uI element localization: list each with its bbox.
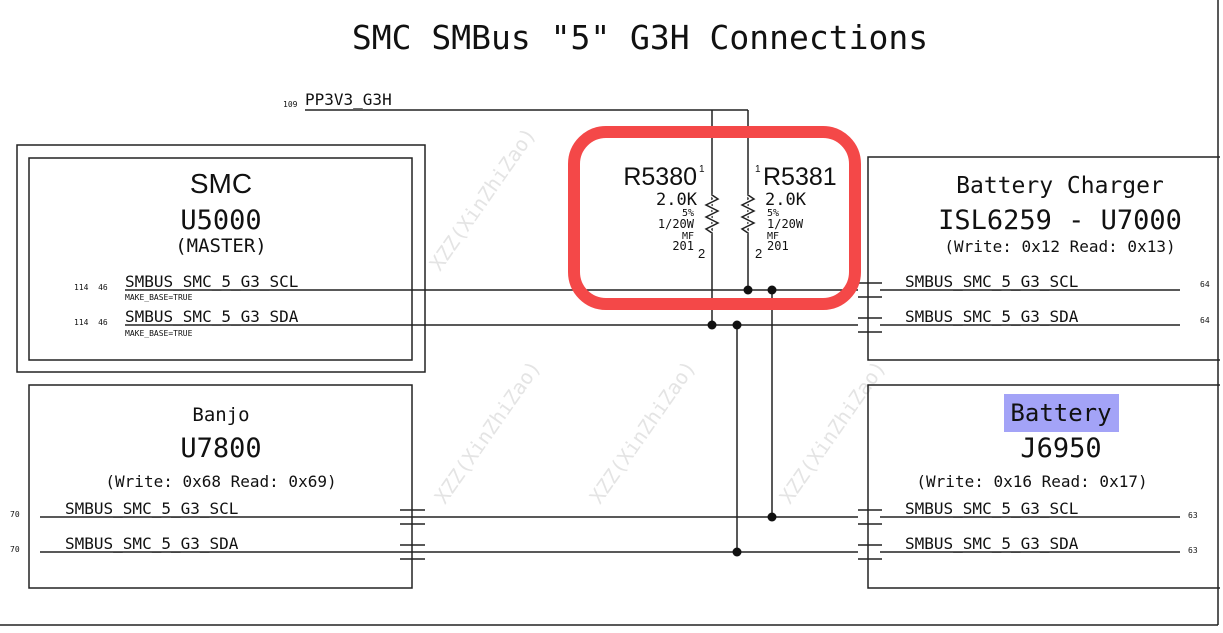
battery-ref: J6950 <box>1020 433 1101 464</box>
banjo-addr: (Write: 0x68 Read: 0x69) <box>105 472 336 491</box>
rail-name[interactable]: PP3V3_G3H <box>305 90 392 109</box>
page-title: SMC SMBus "5" G3H Connections <box>352 18 928 57</box>
smbus-wires <box>40 289 858 553</box>
charger-sda-page: 64 <box>1200 316 1210 325</box>
r5381-value: 2.0K <box>765 190 807 210</box>
smc-role: (MASTER) <box>175 235 267 257</box>
highlight-box <box>568 126 861 310</box>
battery-sda-page: 63 <box>1188 546 1198 555</box>
junction-dots <box>707 285 777 557</box>
banjo-scl-net[interactable]: SMBUS_SMC_5_G3_SCL <box>65 499 238 518</box>
charger-sda-net[interactable]: SMBUS_SMC_5_G3_SDA <box>905 307 1079 326</box>
charger-box <box>867 156 1220 361</box>
battery-name: Battery <box>1010 399 1111 427</box>
r5381-power: 1/20W <box>767 217 804 231</box>
battery-scl-net[interactable]: SMBUS_SMC_5_G3_SCL <box>905 499 1078 518</box>
smc-sda-refs: 114 46 <box>74 318 108 327</box>
smc-box <box>28 157 413 361</box>
watermark-text: XZZ(XinZhiZao) <box>429 356 545 508</box>
r5381-pin1: 1 <box>755 164 761 175</box>
banjo-name: Banjo <box>192 404 249 426</box>
r5381-size: 201 <box>767 239 789 253</box>
r5380-tol: 5% <box>682 208 694 219</box>
search-highlight <box>1004 394 1119 432</box>
r5380-pin2: 2 <box>698 246 705 261</box>
smc-sda-prop: MAKE_BASE=TRUE <box>125 329 193 338</box>
resistor-r5380-icon[interactable] <box>704 194 720 234</box>
watermark-text: XZZ(XinZhiZao) <box>584 356 700 508</box>
r5380-size: 201 <box>672 239 694 253</box>
device-wires <box>880 289 1180 553</box>
smc-scl-prop: MAKE_BASE=TRUE <box>125 293 193 302</box>
r5381-type: MF <box>767 231 779 242</box>
smc-sda-net[interactable]: SMBUS_SMC_5_G3_SDA <box>125 307 299 326</box>
r5381-tol: 5% <box>767 208 779 219</box>
smc-scl-refs: 114 46 <box>74 283 108 292</box>
watermark-text: XZZ(XinZhiZao) <box>424 123 540 275</box>
charger-name: Battery Charger <box>956 173 1164 199</box>
charger-addr: (Write: 0x12 Read: 0x13) <box>944 237 1175 256</box>
r5380-type: MF <box>682 231 694 242</box>
banjo-scl-page: 70 <box>10 510 20 519</box>
smc-name: SMC <box>190 168 252 199</box>
banjo-ref: U7800 <box>180 433 261 464</box>
smc-ref: U5000 <box>180 205 261 236</box>
battery-box <box>867 384 1220 589</box>
r5380-pin1: 1 <box>699 164 705 175</box>
resistor-r5381-icon[interactable] <box>740 194 756 234</box>
battery-sda-net[interactable]: SMBUS_SMC_5_G3_SDA <box>905 534 1079 553</box>
r5380-ref[interactable]: R5380 <box>623 163 697 191</box>
watermark-text: XZZ(XinZhiZao) <box>774 356 890 508</box>
banjo-sda-net[interactable]: SMBUS_SMC_5_G3_SDA <box>65 534 239 553</box>
charger-scl-page: 64 <box>1200 280 1210 289</box>
smc-scl-net[interactable]: SMBUS_SMC_5_G3_SCL <box>125 272 298 291</box>
battery-scl-page: 63 <box>1188 511 1198 520</box>
charger-ref: ISL6259 - U7000 <box>938 205 1182 236</box>
battery-addr: (Write: 0x16 Read: 0x17) <box>916 472 1147 491</box>
rail-page-ref: 109 <box>283 100 298 109</box>
r5380-power: 1/20W <box>658 217 695 231</box>
banjo-box <box>28 384 413 589</box>
r5381-ref[interactable]: R5381 <box>763 163 837 191</box>
r5380-value: 2.0K <box>656 190 698 210</box>
r5381-pin2: 2 <box>755 246 762 261</box>
banjo-sda-page: 70 <box>10 545 20 554</box>
charger-scl-net[interactable]: SMBUS_SMC_5_G3_SCL <box>905 272 1078 291</box>
smc-outer-box <box>16 144 426 373</box>
